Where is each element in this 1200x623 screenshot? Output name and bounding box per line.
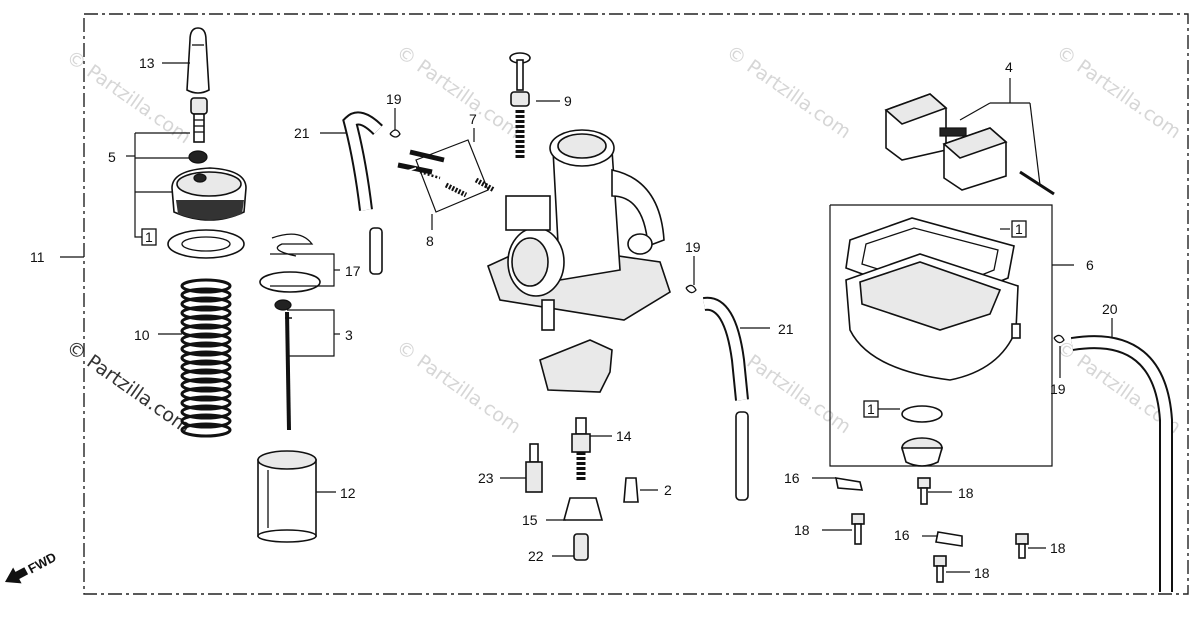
part-23-slow-jet bbox=[525, 443, 543, 493]
callout-2[interactable]: 2 bbox=[664, 482, 672, 498]
watermark: © Partzilla.com bbox=[1052, 41, 1185, 143]
callout-17[interactable]: 17 bbox=[345, 263, 361, 279]
callout-1[interactable]: 1 bbox=[145, 229, 153, 245]
spring-coil bbox=[180, 287, 232, 303]
part-9-adjust-screw bbox=[509, 52, 531, 158]
part-21-vent-tube bbox=[342, 111, 383, 275]
callout-18[interactable]: 18 bbox=[794, 522, 810, 538]
watermark: © Partzilla.com bbox=[722, 41, 855, 143]
part-21-overflow-tube bbox=[702, 296, 749, 501]
watermark: © Partzilla.com bbox=[392, 41, 525, 143]
part-cable-adjuster bbox=[190, 97, 208, 143]
callout-15[interactable]: 15 bbox=[522, 512, 538, 528]
part-top-gasket bbox=[167, 229, 245, 259]
spring-coil bbox=[180, 323, 232, 339]
spring-coil bbox=[180, 404, 232, 420]
part-gasket-inner bbox=[861, 227, 999, 291]
callout-18[interactable]: 18 bbox=[974, 565, 990, 581]
part-12-throttle-valve bbox=[257, 450, 317, 543]
part-18-screw bbox=[933, 555, 947, 583]
spring-coil bbox=[180, 305, 232, 321]
part-14-needle-jet-holder bbox=[571, 417, 591, 482]
callout-6[interactable]: 6 bbox=[1086, 257, 1094, 273]
callout-7[interactable]: 7 bbox=[469, 111, 477, 127]
callout-18[interactable]: 18 bbox=[1050, 540, 1066, 556]
leader-lines bbox=[60, 62, 1113, 573]
part-19-clip bbox=[389, 129, 401, 138]
part-drain-o-ring bbox=[901, 405, 943, 423]
part-22-main-jet bbox=[573, 533, 589, 561]
callout-20[interactable]: 20 bbox=[1102, 301, 1118, 317]
callout-19[interactable]: 19 bbox=[685, 239, 701, 255]
spring-coil bbox=[180, 377, 232, 393]
callout-23[interactable]: 23 bbox=[478, 470, 494, 486]
part-19-clip bbox=[685, 284, 697, 294]
part-carburetor-body bbox=[487, 129, 671, 331]
spring-coil bbox=[180, 422, 232, 438]
watermark: © Partzilla.com bbox=[392, 336, 525, 438]
callout-13[interactable]: 13 bbox=[139, 55, 155, 71]
spring-coil bbox=[180, 359, 232, 375]
spring-coil bbox=[180, 395, 232, 411]
part-lock-nut bbox=[188, 150, 208, 164]
part-drain-plug bbox=[900, 437, 944, 467]
spring-coil bbox=[180, 368, 232, 384]
callout-1[interactable]: 1 bbox=[1015, 221, 1023, 237]
spring-coil bbox=[180, 386, 232, 402]
spring-coil bbox=[180, 278, 232, 294]
callout-11[interactable]: 11 bbox=[30, 249, 45, 265]
callout-21[interactable]: 21 bbox=[778, 321, 794, 337]
part-chamber-top bbox=[171, 167, 247, 221]
part-16-clamp bbox=[935, 531, 963, 547]
callout-labels: 13 5 1 11 10 17 3 12 21 19 7 8 9 19 21 1… bbox=[30, 55, 1118, 581]
part-2-float-valve bbox=[623, 477, 639, 503]
part-4-float bbox=[884, 93, 1055, 196]
part-7-8-screws bbox=[397, 139, 496, 213]
part-20-drain-hose bbox=[1070, 335, 1173, 592]
spring-coil bbox=[180, 350, 232, 366]
callout-12[interactable]: 12 bbox=[340, 485, 356, 501]
callout-14[interactable]: 14 bbox=[616, 428, 632, 444]
part-float-arm bbox=[539, 339, 613, 393]
part-18-screw bbox=[1015, 533, 1029, 559]
spring-coil bbox=[180, 332, 232, 348]
part-15-main-jet-cover bbox=[562, 497, 604, 521]
gasket-set-markers bbox=[141, 220, 1027, 418]
part-10-throttle-spring bbox=[180, 278, 232, 438]
callout-22[interactable]: 22 bbox=[528, 548, 544, 564]
part-16-clamp bbox=[834, 477, 864, 491]
callout-21[interactable]: 21 bbox=[294, 125, 310, 141]
fwd-arrow: FWD bbox=[5, 549, 59, 584]
part-19-clip bbox=[1053, 334, 1065, 344]
callout-8[interactable]: 8 bbox=[426, 233, 434, 249]
callout-1[interactable]: 1 bbox=[867, 401, 875, 417]
callout-4[interactable]: 4 bbox=[1005, 59, 1013, 75]
callout-3[interactable]: 3 bbox=[345, 327, 353, 343]
callout-19[interactable]: 19 bbox=[386, 91, 402, 107]
callout-9[interactable]: 9 bbox=[564, 93, 572, 109]
part-18-screw bbox=[917, 477, 931, 505]
callout-16[interactable]: 16 bbox=[894, 527, 910, 543]
callout-10[interactable]: 10 bbox=[134, 327, 150, 343]
callout-5[interactable]: 5 bbox=[108, 149, 116, 165]
spring-coil bbox=[180, 296, 232, 312]
part-6-float-bowl bbox=[845, 253, 1021, 381]
fwd-label: FWD bbox=[26, 549, 59, 576]
spring-coil bbox=[180, 341, 232, 357]
spring-coil bbox=[180, 314, 232, 330]
watermark-dark: © Partzilla.com bbox=[62, 336, 195, 438]
part-13-cable-cap bbox=[186, 27, 210, 94]
diagram-border bbox=[83, 13, 1189, 595]
part-3-jet-needle bbox=[285, 311, 292, 431]
callout-18[interactable]: 18 bbox=[958, 485, 974, 501]
callout-16[interactable]: 16 bbox=[784, 470, 800, 486]
part-17-clip-plate bbox=[259, 233, 321, 311]
spring-coil bbox=[180, 413, 232, 429]
callout-19[interactable]: 19 bbox=[1050, 381, 1066, 397]
part-18-screw bbox=[851, 513, 865, 545]
